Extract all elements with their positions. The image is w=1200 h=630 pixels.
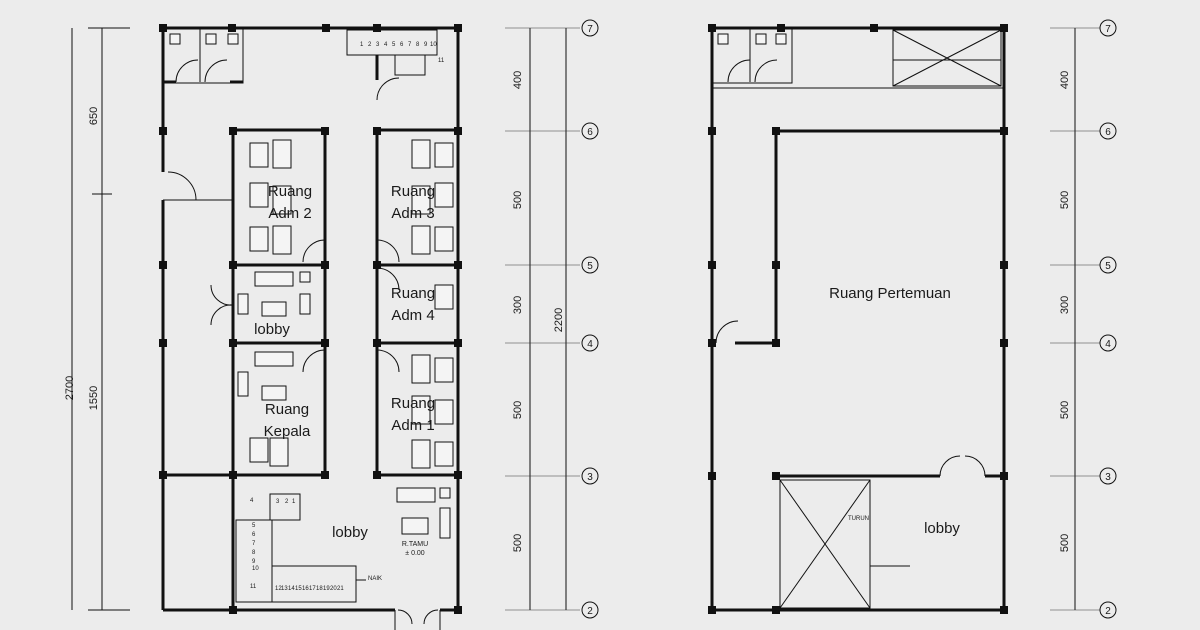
dimension-500c-right: 500 [1059, 534, 1071, 552]
dimension-upper-left: 650 [88, 107, 100, 125]
turun-label: TURUN [848, 516, 869, 522]
svg-text:14: 14 [288, 586, 295, 592]
svg-text:5: 5 [252, 523, 256, 529]
room-kepala-line1: Ruang [265, 401, 309, 418]
dimension-500b-mid: 500 [512, 401, 524, 419]
middle-grid-chain: 400 500 300 500 500 2200 7 6 5 4 3 2 [505, 19, 599, 619]
svg-text:1: 1 [292, 499, 296, 505]
svg-text:2: 2 [368, 42, 372, 48]
room-rtamu-line1: R.TAMU [402, 541, 428, 548]
room-ruang-pertemuan: Ruang Pertemuan [829, 285, 951, 302]
svg-text:10: 10 [430, 42, 437, 48]
svg-text:2: 2 [285, 499, 289, 505]
dimension-500a-right: 500 [1059, 191, 1071, 209]
room-lobby-ground: lobby [332, 524, 368, 541]
svg-text:6: 6 [400, 42, 404, 48]
svg-text:8: 8 [416, 42, 420, 48]
svg-text:7: 7 [408, 42, 412, 48]
dimension-400-right: 400 [1059, 71, 1071, 89]
svg-text:18: 18 [316, 586, 323, 592]
dimension-lower-left: 1550 [88, 386, 100, 410]
svg-text:12: 12 [275, 586, 282, 592]
grid-label-4-right: 4 [1105, 339, 1111, 350]
dimension-400-mid: 400 [512, 71, 524, 89]
room-rtamu-line2: ± 0.00 [405, 550, 425, 557]
svg-text:8: 8 [252, 550, 256, 556]
dimension-total-left: 2700 [64, 376, 76, 400]
grid-label-5: 5 [587, 261, 593, 272]
left-dimension-chain: 2700 650 1550 [64, 27, 130, 611]
svg-text:10: 10 [252, 566, 259, 572]
room-adm4-line2: Adm 4 [391, 307, 434, 324]
svg-text:1: 1 [360, 42, 364, 48]
right-grid-chain: 400 500 300 500 500 7 6 5 4 3 2 [1050, 19, 1117, 619]
room-adm4-line1: Ruang [391, 285, 435, 302]
ground-floor-plan: 1 2 3 4 5 6 7 8 9 10 11 [159, 24, 462, 630]
grid-label-7-right: 7 [1105, 24, 1111, 35]
dimension-300-mid: 300 [512, 296, 524, 314]
grid-label-6: 6 [587, 127, 593, 138]
svg-text:11: 11 [250, 584, 257, 590]
grid-label-3-right: 3 [1105, 472, 1111, 483]
room-adm2-line1: Ruang [268, 183, 312, 200]
svg-text:13: 13 [281, 586, 288, 592]
dimension-500a-mid: 500 [512, 191, 524, 209]
svg-text:15: 15 [295, 586, 302, 592]
grid-label-5-right: 5 [1105, 261, 1111, 272]
svg-text:4: 4 [384, 42, 388, 48]
room-kepala-line2: Kepala [264, 423, 311, 440]
svg-text:16: 16 [302, 586, 309, 592]
svg-text:5: 5 [392, 42, 396, 48]
ground-stair-numbers: 1 2 3 4 5 6 7 8 9 10 11 12 13 14 15 16 1… [250, 498, 344, 592]
room-lobby-mid: lobby [254, 321, 290, 338]
svg-text:11: 11 [438, 58, 445, 64]
svg-text:19: 19 [323, 586, 330, 592]
naik-label: NAIK [368, 576, 382, 582]
room-adm3-line1: Ruang [391, 183, 435, 200]
room-adm3-line2: Adm 3 [391, 205, 434, 222]
grid-label-2: 2 [587, 606, 593, 617]
svg-text:21: 21 [337, 586, 344, 592]
svg-text:4: 4 [250, 498, 254, 504]
grid-label-2-right: 2 [1105, 606, 1111, 617]
svg-text:6: 6 [252, 532, 256, 538]
ground-floor-columns [159, 24, 462, 614]
room-adm2-line2: Adm 2 [268, 205, 311, 222]
room-adm1-line1: Ruang [391, 395, 435, 412]
svg-text:9: 9 [252, 559, 256, 565]
grid-label-4: 4 [587, 339, 593, 350]
grid-label-7: 7 [587, 24, 593, 35]
dimension-500b-right: 500 [1059, 401, 1071, 419]
dimension-2200: 2200 [553, 308, 565, 332]
dimension-500c-mid: 500 [512, 534, 524, 552]
upper-floor-columns [708, 24, 1008, 614]
svg-text:20: 20 [330, 586, 337, 592]
dimension-300-right: 300 [1059, 296, 1071, 314]
svg-text:3: 3 [276, 499, 280, 505]
upper-stair-numbers: 1 2 3 4 5 6 7 8 9 10 11 [360, 42, 445, 64]
svg-text:9: 9 [424, 42, 428, 48]
grid-label-3: 3 [587, 472, 593, 483]
room-lobby-upper: lobby [924, 520, 960, 537]
svg-text:17: 17 [309, 586, 316, 592]
grid-label-6-right: 6 [1105, 127, 1111, 138]
svg-text:7: 7 [252, 541, 256, 547]
room-adm1-line2: Adm 1 [391, 417, 434, 434]
svg-text:3: 3 [376, 42, 380, 48]
upper-floor-plan: TURUN Ruang Pertemuan lobby [708, 24, 1008, 614]
